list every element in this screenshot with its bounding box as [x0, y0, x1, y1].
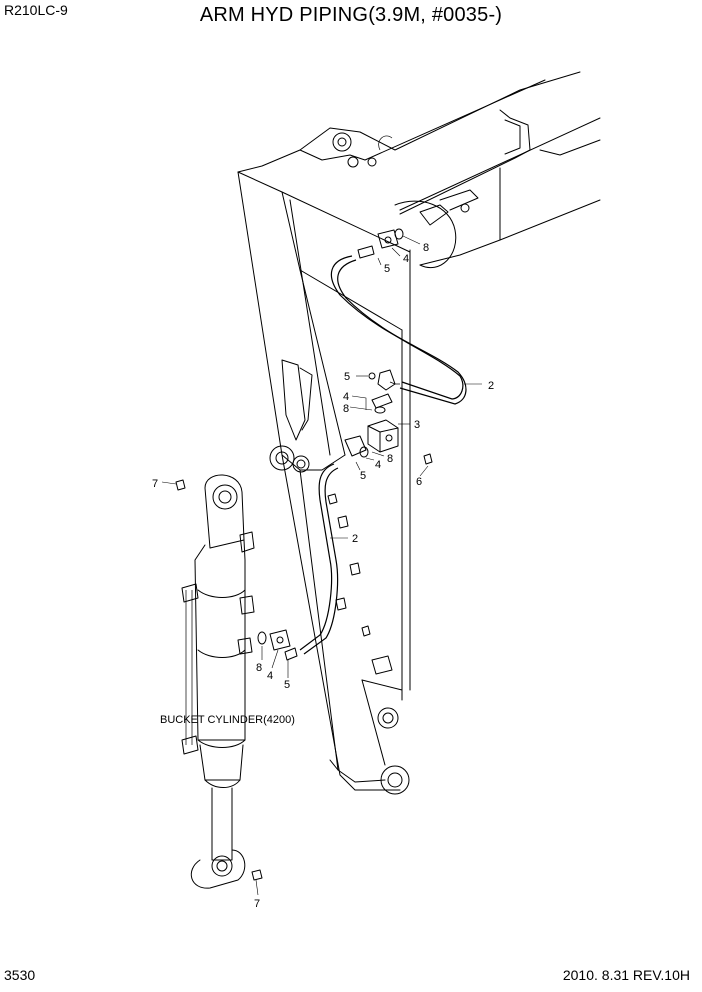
callout-5: 5 — [344, 371, 350, 383]
callout-4: 4 — [403, 253, 409, 265]
model-number: R210LC-9 — [4, 2, 68, 18]
hose-upper — [330, 255, 467, 405]
grease-fittings — [175, 479, 263, 881]
page-title: ARM HYD PIPING(3.9M, #0035-) — [199, 4, 503, 26]
callout-4: 4 — [267, 670, 273, 682]
fitting-top — [357, 228, 404, 259]
page-number: 3530 — [4, 967, 36, 983]
callout-3: 3 — [414, 419, 420, 431]
callout-8: 8 — [256, 662, 262, 674]
bucket-cylinder — [181, 474, 255, 889]
fitting-cylinder — [257, 629, 298, 661]
boom-pin-hole — [332, 132, 352, 152]
arm-boss — [377, 707, 399, 729]
callout-7: 7 — [152, 478, 158, 490]
callout-5: 5 — [284, 679, 290, 691]
callout-6: 6 — [416, 476, 422, 488]
hose-lower — [299, 463, 339, 655]
callout-2: 2 — [352, 533, 358, 545]
boom-structure — [237, 71, 601, 268]
callout-5: 5 — [384, 263, 390, 275]
callout-4: 4 — [343, 391, 349, 403]
callout-8: 8 — [387, 453, 393, 465]
callout-8: 8 — [343, 403, 349, 415]
callout-5: 5 — [360, 470, 366, 482]
arm-structure — [237, 171, 411, 795]
callout-2: 2 — [488, 380, 494, 392]
callout-7: 7 — [254, 898, 260, 910]
bucket-pin-boss — [380, 765, 410, 795]
callout-8: 8 — [423, 242, 429, 254]
callout-leaders — [161, 235, 482, 896]
revision-date: 2010. 8.31 REV.10H — [562, 967, 690, 983]
bucket-cylinder-label: BUCKET CYLINDER(4200) — [160, 714, 295, 726]
fitting-mid — [344, 369, 433, 465]
callout-4: 4 — [375, 459, 381, 471]
